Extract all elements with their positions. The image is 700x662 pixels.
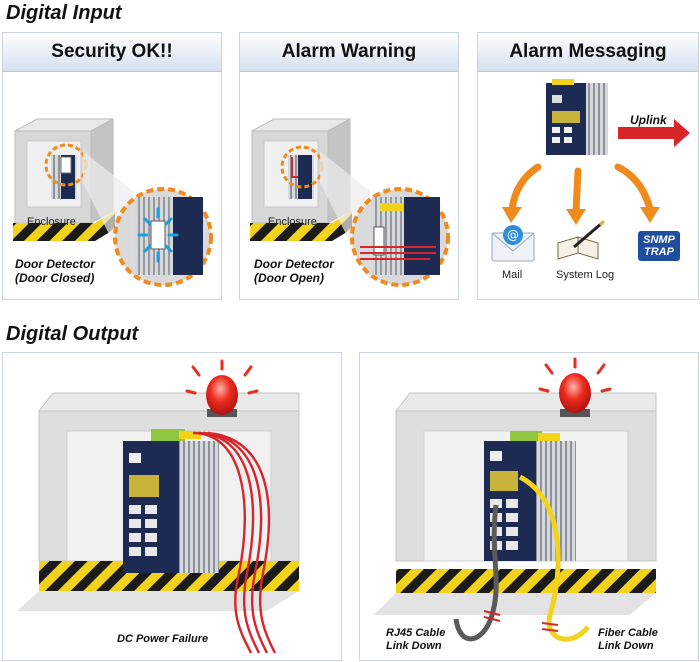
door-open-label: (Door Open) bbox=[254, 271, 324, 285]
fiber-cable bbox=[518, 474, 590, 642]
system-log-icon bbox=[557, 219, 606, 260]
mail-icon: @ bbox=[491, 225, 535, 262]
industrial-switch-icon bbox=[546, 79, 608, 155]
alarm-messaging-heading: Alarm Messaging bbox=[478, 33, 698, 72]
enclosure-closed-illustration bbox=[13, 118, 213, 287]
alarm-warning-heading: Alarm Warning bbox=[240, 33, 458, 72]
snmp-trap-icon bbox=[638, 231, 680, 261]
enclosure-label: Enclosure bbox=[268, 216, 317, 228]
door-closed-label: (Door Closed) bbox=[15, 271, 95, 285]
door-detector-label: Door Detector bbox=[15, 257, 96, 271]
door-detector-label: Door Detector bbox=[254, 257, 335, 271]
link-down-panel: RJ45 Cable Link Down Fiber Cable Link Do… bbox=[359, 352, 699, 661]
alarm-messaging-panel: Alarm Messaging bbox=[477, 32, 699, 300]
digital-input-title: Digital Input bbox=[6, 2, 122, 24]
rj45-cable bbox=[453, 504, 499, 642]
uplink-label: Uplink bbox=[630, 113, 667, 127]
alarm-beacon-icon bbox=[185, 359, 259, 417]
power-failure-illustration bbox=[17, 359, 300, 654]
alarm-warning-panel: Alarm Warning Enclosure Door Detector (D… bbox=[239, 32, 459, 300]
enclosure-open-illustration bbox=[250, 118, 450, 287]
digital-output-title: Digital Output bbox=[6, 323, 139, 345]
enclosure-label: Enclosure bbox=[27, 216, 76, 228]
svg-text:@: @ bbox=[507, 228, 519, 242]
alarm-beacon-icon bbox=[538, 357, 612, 417]
system-log-label: System Log bbox=[556, 269, 615, 281]
industrial-switch-icon bbox=[123, 429, 219, 573]
messaging-illustration: @ bbox=[491, 79, 690, 262]
rj45-link-down-label: Link Down bbox=[386, 640, 442, 652]
snmp-trap-text: SNMP TRAP bbox=[638, 234, 680, 258]
mail-label: Mail bbox=[502, 269, 523, 281]
rj45-cable-label: RJ45 Cable bbox=[386, 627, 446, 639]
security-ok-heading: Security OK!! bbox=[3, 33, 221, 72]
fiber-link-down-label: Link Down bbox=[598, 640, 654, 652]
dc-power-failure-label: DC Power Failure bbox=[117, 633, 209, 645]
fiber-cable-label: Fiber Cable bbox=[598, 627, 658, 639]
uplink-arrow-icon bbox=[618, 119, 690, 147]
security-ok-panel: Security OK!! Enclosure Door Detector (D… bbox=[2, 32, 222, 300]
snmp-line: SNMP bbox=[643, 234, 675, 246]
link-down-illustration bbox=[374, 357, 657, 642]
trap-line: TRAP bbox=[644, 246, 674, 258]
industrial-switch-icon bbox=[484, 431, 576, 561]
dc-power-failure-panel: DC Power Failure bbox=[2, 352, 342, 661]
